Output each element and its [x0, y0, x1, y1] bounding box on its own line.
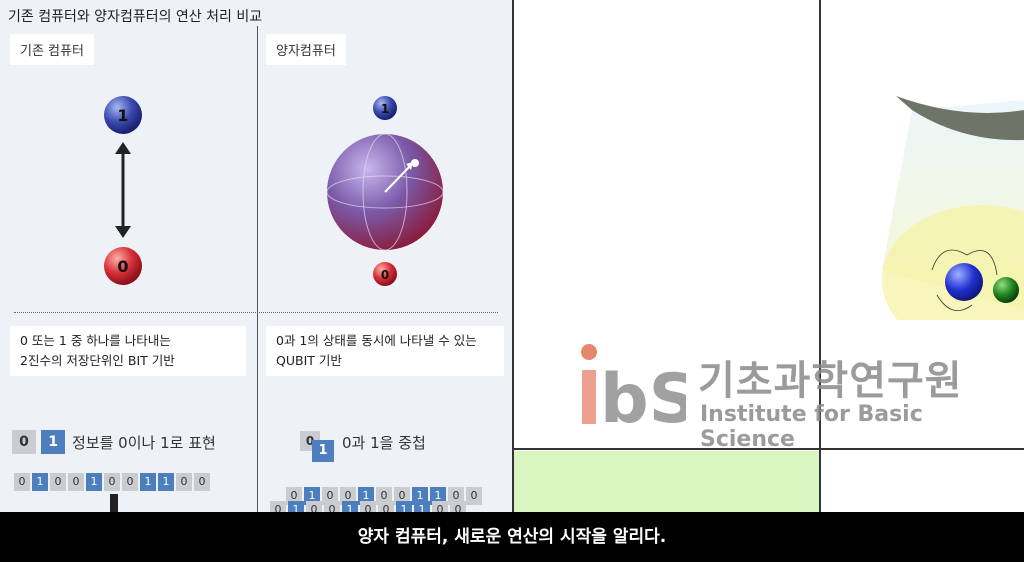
ibs-watermark: bS [574, 340, 698, 439]
ibs-logo: bS [581, 344, 698, 439]
quantum-row1-bit-0: 0 [286, 487, 302, 505]
bit-one-sphere [104, 96, 142, 134]
quantum-row2-bit-0: 0 [270, 501, 286, 512]
classical-bit-2: 0 [50, 473, 66, 491]
classical-bit-0: 0 [14, 473, 30, 491]
classical-bit-4: 1 [86, 473, 102, 491]
quantum-description: 0과 1의 상태를 동시에 나타낼 수 있는 QUBIT 기반 [266, 326, 504, 376]
classical-bit-6: 0 [122, 473, 138, 491]
infographic-title: 기존 컴퓨터와 양자컴퓨터의 연산 처리 비교 [8, 9, 263, 25]
legend-one-box: 1 [41, 430, 66, 454]
quantum-legend: 0 1 [300, 430, 334, 462]
quantum-bit-one-label: 1 [381, 102, 389, 116]
frame-border-left [512, 0, 514, 512]
frame-divider-horizontal [512, 448, 1024, 450]
quantum-row1-bit-3: 0 [340, 487, 356, 505]
quantum-row1-bit-8: 1 [430, 487, 446, 505]
quantum-row1-bit-7: 1 [412, 487, 428, 505]
classical-bit-zero-label: 0 [117, 257, 128, 276]
classical-legend-text: 정보를 0이나 1로 표현 [72, 434, 216, 452]
classical-bit-diagram: 1 0 [104, 96, 142, 285]
green-panel [514, 451, 819, 512]
quantum-row2-bit-1: 1 [288, 501, 304, 512]
classical-legend: 0 1 [12, 430, 66, 454]
classical-desc-line2: 2진수의 저장단위인 BIT 기반 [20, 353, 175, 368]
quantum-row2-bit-3: 0 [324, 501, 340, 512]
quantum-row2-bit-6: 0 [378, 501, 394, 512]
quantum-row2-bit-8: 1 [414, 501, 430, 512]
frame-divider-vertical [819, 0, 821, 512]
legend-q-one-box: 1 [312, 440, 334, 462]
quantum-row1-bit-1: 1 [304, 487, 320, 505]
quantum-row1-bit-9: 0 [448, 487, 464, 505]
quantum-row2-bit-9: 0 [432, 501, 448, 512]
classical-bit-8: 1 [158, 473, 174, 491]
quantum-row2-bit-2: 0 [306, 501, 322, 512]
quantum-row1-bit-5: 0 [376, 487, 392, 505]
classical-bit-one-label: 1 [117, 106, 128, 125]
ibs-english-name: Institute for Basic Science [700, 402, 923, 452]
classical-pointer [110, 494, 118, 512]
quantum-desc-line1: 0과 1의 상태를 동시에 나타낼 수 있는 [276, 333, 477, 348]
quantum-row2-bit-10: 0 [450, 501, 466, 512]
quantum-row1-bit-4: 1 [358, 487, 374, 505]
ibs-korean-name: 기초과학연구원 [698, 358, 963, 404]
classical-bit-1: 1 [32, 473, 48, 491]
svg-text:bS: bS [600, 360, 686, 430]
classical-bit-3: 0 [68, 473, 84, 491]
video-subtitle: 양자 컴퓨터, 새로운 연산의 시작을 알리다. [0, 512, 1024, 562]
quantum-row2-bit-5: 0 [360, 501, 376, 512]
column-divider [257, 26, 258, 512]
classical-bit-7: 1 [140, 473, 156, 491]
classical-header: 기존 컴퓨터 [10, 34, 94, 65]
quantum-desc-line2: QUBIT 기반 [276, 353, 342, 368]
classical-bit-10: 0 [194, 473, 210, 491]
quantum-row2-bit-7: 1 [396, 501, 412, 512]
video-frame: bS 기초과학연구원 Institute for Basic Science [512, 0, 1024, 512]
bit-zero-sphere [104, 247, 142, 285]
quantum-row1-bit-2: 0 [322, 487, 338, 505]
quantum-row1-bit-10: 0 [466, 487, 482, 505]
classical-desc-line1: 0 또는 1 중 하나를 나타내는 [20, 333, 171, 348]
section-divider [14, 312, 498, 313]
classical-bit-9: 0 [176, 473, 192, 491]
quantum-bit-zero-label: 0 [381, 268, 389, 282]
atom-cone-illustration [882, 96, 1024, 320]
quantum-row2-bit-4: 1 [342, 501, 358, 512]
quantum-row1-bit-6: 0 [394, 487, 410, 505]
classical-description: 0 또는 1 중 하나를 나타내는 2진수의 저장단위인 BIT 기반 [10, 326, 246, 376]
bloch-sphere-diagram: 1 0 [326, 96, 444, 286]
quantum-legend-text: 0과 1을 중첩 [342, 434, 426, 452]
infographic-panel: 기존 컴퓨터와 양자컴퓨터의 연산 처리 비교 기존 컴퓨터 양자컴퓨터 1 0 [0, 0, 512, 512]
classical-bit-5: 0 [104, 473, 120, 491]
legend-zero-box: 0 [12, 430, 36, 454]
quantum-header: 양자컴퓨터 [266, 34, 346, 65]
